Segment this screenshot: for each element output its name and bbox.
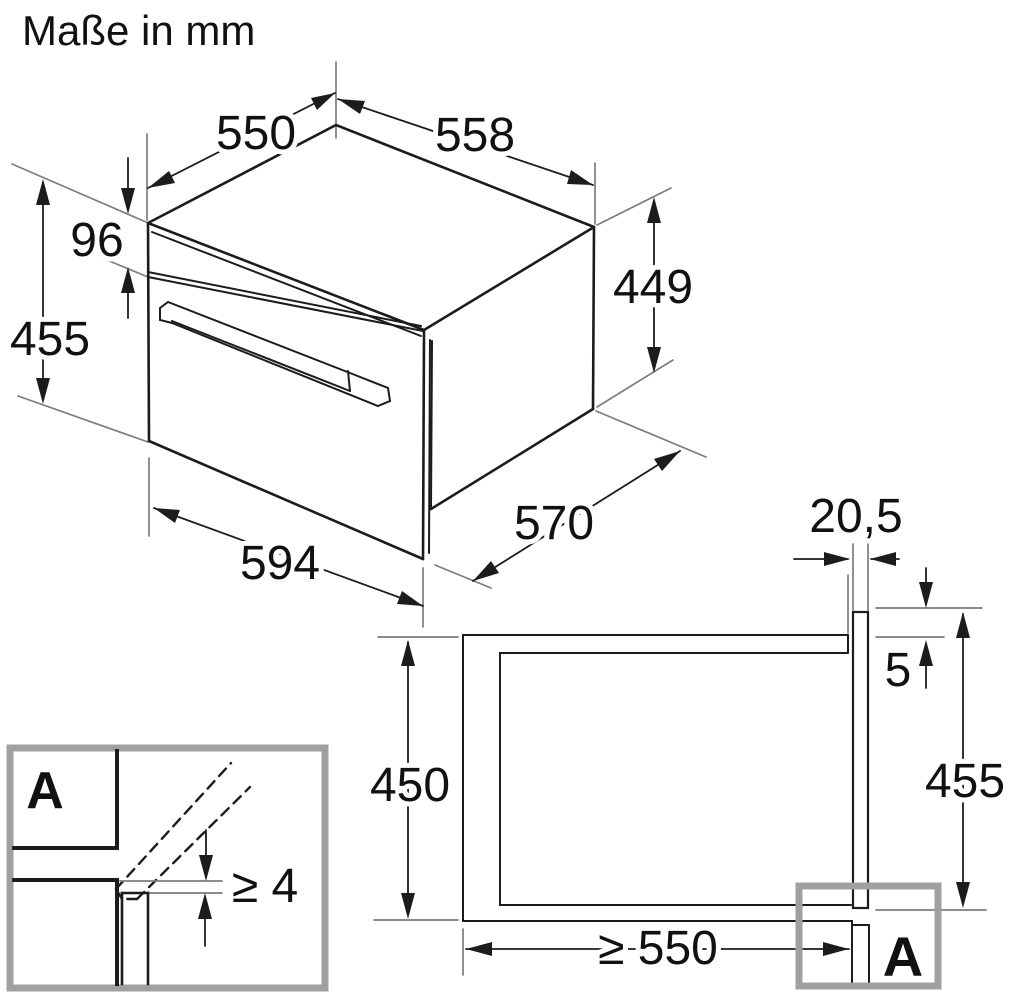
dim-fascia-height: 96 — [70, 214, 123, 267]
dim-min-niche-depth: ≥ 550 — [598, 922, 718, 975]
detail-cabinet-lines — [12, 749, 150, 986]
iso-extension-lines — [11, 61, 707, 628]
dim-front-height: 455 — [10, 313, 90, 366]
detail-view: A ≥ 4 — [6, 744, 329, 992]
iso-view: 550 558 96 455 449 594 570 — [5, 61, 707, 628]
door-handle — [159, 300, 392, 408]
dim-top-width: 550 — [216, 107, 296, 160]
dim-front-width: 594 — [240, 537, 320, 590]
section-view: 450 20,5 5 455 ≥ 550 A — [365, 485, 1010, 992]
detail-open-door-dashed — [114, 761, 252, 901]
dim-min-clearance: ≥ 4 — [232, 860, 298, 913]
iso-arrowheads — [36, 93, 680, 606]
dim-top-gap: 5 — [885, 644, 912, 697]
dim-niche-height: 450 — [370, 759, 450, 812]
section-arrowheads — [401, 552, 970, 956]
niche-outline — [462, 610, 870, 987]
section-extension-lines — [373, 543, 987, 976]
dim-body-depth: 570 — [514, 497, 594, 550]
detail-dimension — [119, 829, 223, 947]
dim-front-protrusion: 20,5 — [809, 490, 902, 543]
dim-top-depth: 558 — [435, 109, 515, 162]
section-detail-marker: A — [883, 925, 923, 988]
detail-view-box — [6, 744, 329, 992]
dim-body-height: 449 — [613, 261, 693, 314]
dim-front-panel-height: 455 — [925, 755, 1005, 808]
page-title: Maße in mm — [22, 7, 255, 54]
appliance-front-panel — [851, 610, 870, 910]
iso-dimension-lines — [42, 92, 681, 607]
detail-marker-label: A — [26, 762, 64, 820]
detail-marker-box — [795, 882, 942, 990]
oven-outline — [146, 123, 596, 561]
section-dimension-lines — [407, 558, 964, 950]
